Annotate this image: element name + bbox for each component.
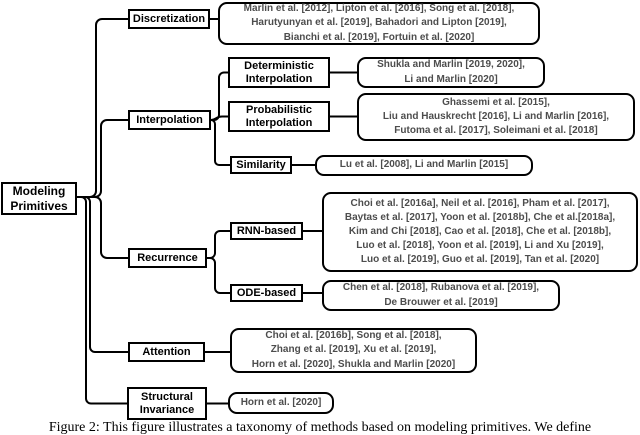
- citation-line: De Brouwer et al. [2019]: [384, 296, 498, 308]
- node-label: Deterministic: [244, 59, 314, 72]
- node-rnn-based: RNN-based: [230, 222, 303, 240]
- citation-line: Baytas et al. [2017], Yoon et al. [2018b…: [344, 211, 616, 223]
- citations-discretization: Marlin et al. [2012], Lipton et al. [201…: [218, 2, 540, 45]
- citation-line: Choi et al. [2016b], Song et al. [2018],: [265, 330, 442, 342]
- citation-line: Horn et al. [2020], Shukla and Marlin [2…: [251, 358, 456, 370]
- node-label: Similarity: [236, 158, 286, 171]
- connector-recurrence-rnn: [207, 230, 230, 259]
- node-label: RNN-based: [236, 224, 297, 237]
- citation-line: Luo et al. [2019], Guo et al. [2019], Ta…: [360, 254, 600, 266]
- citations-structural-invariance: Horn et al. [2020]: [228, 392, 334, 414]
- citations-attention: Choi et al. [2016b], Song et al. [2018],…: [230, 328, 477, 373]
- citation-line: Li and Marlin [2020]: [404, 73, 498, 85]
- node-deterministic-interpolation: Deterministic Interpolation: [228, 57, 330, 88]
- node-probabilistic-interpolation: Probabilistic Interpolation: [228, 101, 330, 132]
- citation-line: Zhang et al. [2019], Xu et al. [2019],: [270, 344, 437, 356]
- connector-interpolation-similarity: [210, 119, 230, 166]
- citation-line: Futoma et al. [2017], Soleimani et al. […: [394, 125, 598, 137]
- citation-line: Horn et al. [2020]: [240, 396, 322, 408]
- citation-line: Choi et al. [2016a], Neil et al. [2016],…: [350, 197, 610, 209]
- node-label: Invariance: [139, 403, 195, 416]
- node-label: ODE-based: [236, 286, 297, 299]
- node-label: Structural: [141, 390, 193, 403]
- connector-recurrence-ode: [207, 257, 230, 294]
- citation-line: Harutyunyan et al. [2019], Bahadori and …: [251, 17, 507, 29]
- node-discretization: Discretization: [128, 9, 210, 29]
- node-attention: Attention: [128, 342, 205, 362]
- citation-line: Bianchi et al. [2019], Fortuin et al. [2…: [283, 31, 475, 43]
- citations-deterministic-interpolation: Shukla and Marlin [2019, 2020], Li and M…: [357, 57, 545, 88]
- citation-line: Kim and Chi [2018], Cao et al. [2018], C…: [348, 225, 612, 237]
- node-similarity: Similarity: [230, 156, 292, 174]
- connector-interpolation-probabilistic: [210, 115, 228, 121]
- citation-line: Luo et al. [2018], Yoon et al. [2019], L…: [356, 240, 604, 252]
- citation-line: Chen et al. [2018], Rubanova et al. [201…: [342, 282, 540, 294]
- node-interpolation: Interpolation: [128, 110, 211, 130]
- node-label: Probabilistic: [245, 103, 313, 116]
- connector-root-discretization: [77, 18, 128, 198]
- connector-root-recurrence: [77, 196, 128, 259]
- node-label: Recurrence: [137, 251, 198, 264]
- node-recurrence: Recurrence: [128, 248, 207, 268]
- citation-line: Shukla and Marlin [2019, 2020],: [377, 59, 525, 71]
- citation-line: Lu et al. [2008], Li and Marlin [2015]: [339, 159, 509, 171]
- citation-line: Liu and Hauskrecht [2016], Li and Marlin…: [382, 110, 610, 122]
- node-label: Interpolation: [245, 116, 313, 129]
- node-label: Modeling: [12, 184, 66, 199]
- node-label: Discretization: [132, 12, 206, 25]
- connector-root-attention: [77, 196, 128, 353]
- node-label: Interpolation: [136, 113, 203, 126]
- connector-root-structural: [77, 196, 127, 405]
- figure-caption: Figure 2: This figure illustrates a taxo…: [48, 420, 592, 435]
- node-ode-based: ODE-based: [230, 284, 303, 302]
- connector-interpolation-deterministic: [211, 71, 228, 121]
- node-label: Attention: [142, 345, 191, 358]
- citation-line: Marlin et al. [2012], Lipton et al. [201…: [243, 3, 515, 15]
- citation-line: Ghassemi et al. [2015],: [442, 96, 550, 108]
- citations-rnn-based: Choi et al. [2016a], Neil et al. [2016],…: [322, 192, 638, 272]
- citations-probabilistic-interpolation: Ghassemi et al. [2015], Liu and Hauskrec…: [357, 93, 635, 141]
- node-label: Primitives: [10, 198, 68, 213]
- citations-similarity: Lu et al. [2008], Li and Marlin [2015]: [315, 155, 533, 176]
- node-label: Interpolation: [245, 72, 313, 85]
- node-modeling-primitives: Modeling Primitives: [1, 182, 77, 215]
- connector-root-interpolation: [77, 119, 128, 198]
- citations-ode-based: Chen et al. [2018], Rubanova et al. [201…: [322, 280, 560, 311]
- node-structural-invariance: Structural Invariance: [127, 387, 207, 420]
